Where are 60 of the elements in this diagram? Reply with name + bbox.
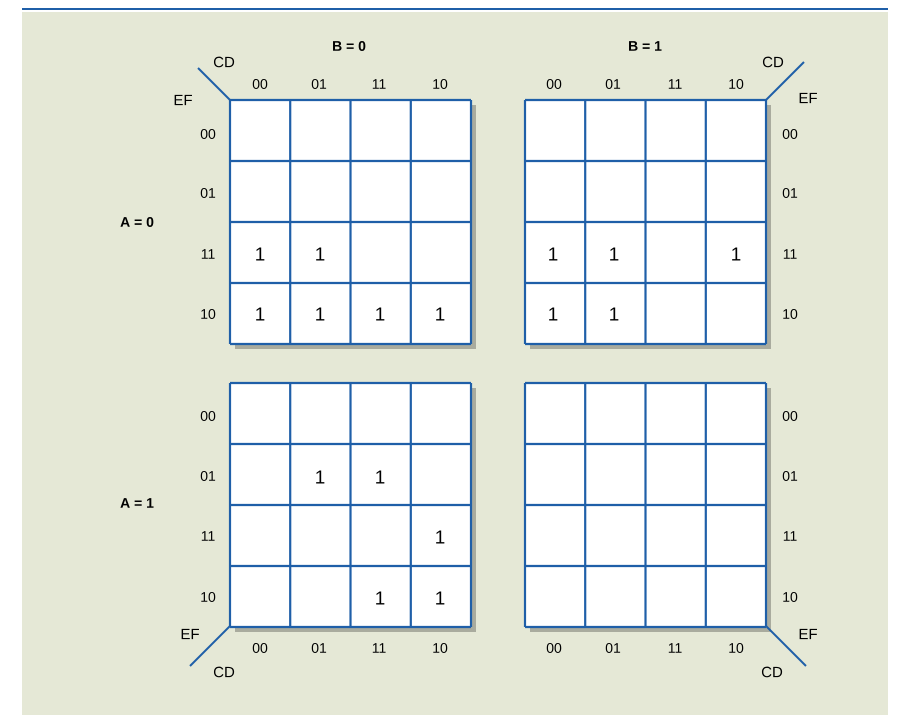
axis-value-label: 11 (668, 643, 682, 653)
axis-value-label: 10 (433, 79, 448, 89)
axis-value-label: 01 (200, 188, 216, 198)
axis-value-label: 01 (606, 643, 620, 653)
axis-variable-label: EF (182, 628, 199, 640)
cell-value: 1 (436, 307, 444, 321)
axis-value-label: 01 (606, 79, 620, 89)
axis-value-label: 01 (200, 471, 216, 481)
axis-value-label: 01 (312, 643, 326, 653)
axis-value-label: 00 (200, 411, 216, 421)
axis-value-label: 10 (201, 592, 216, 602)
axis-value-label: 10 (729, 79, 744, 89)
cell-value: 1 (610, 307, 618, 321)
cell-value: 1 (549, 307, 558, 321)
axis-value-label: 00 (546, 79, 562, 89)
axis-value-label: 00 (252, 643, 268, 653)
axis-variable-label: CD (762, 56, 784, 68)
axis-value-label: 11 (668, 79, 682, 89)
cell-value: 1 (376, 307, 384, 321)
cell-value: 1 (376, 470, 384, 484)
axis-value-label: 00 (782, 411, 798, 421)
axis-value-label: 00 (200, 129, 216, 139)
cell-value: 1 (732, 247, 740, 261)
axis-variable-label: EF (174, 94, 192, 106)
axis-value-label: 10 (433, 643, 448, 653)
axis-variable-label: EF (800, 92, 817, 104)
cell-value: 1 (316, 307, 324, 321)
variable-label: A = 1 (120, 498, 154, 508)
axis-variable-label: EF (800, 628, 817, 640)
axis-value-label: 01 (782, 188, 798, 198)
cell-value: 1 (316, 247, 324, 261)
axis-value-label: 00 (546, 643, 562, 653)
axis-value-label: 11 (372, 79, 386, 89)
axis-value-label: 11 (784, 531, 797, 541)
axis-value-label: 10 (783, 309, 798, 319)
axis-value-label: 00 (252, 79, 268, 89)
cell-value: 1 (610, 247, 618, 261)
cell-value: 1 (256, 307, 264, 321)
cell-value: 1 (316, 470, 324, 484)
axis-value-label: 10 (201, 309, 216, 319)
cell-value: 1 (436, 530, 444, 544)
axis-value-label: 11 (202, 249, 215, 259)
axis-value-label: 11 (784, 249, 797, 259)
axis-value-label: 01 (782, 471, 798, 481)
axis-value-label: 11 (372, 643, 386, 653)
axis-variable-label: CD (214, 666, 234, 678)
variable-label: B = 1 (629, 41, 662, 51)
cell-value: 1 (549, 247, 558, 261)
cell-value: 1 (376, 591, 384, 605)
variable-label: B = 0 (333, 41, 366, 51)
variable-label: A = 0 (120, 217, 154, 227)
axis-value-label: 11 (202, 531, 215, 541)
cell-value: 1 (256, 247, 264, 261)
axis-variable-label: CD (762, 666, 782, 678)
axis-value-label: 10 (783, 592, 798, 602)
axis-value-label: 01 (312, 79, 326, 89)
axis-value-label: 10 (729, 643, 744, 653)
axis-value-label: 00 (782, 129, 798, 139)
cell-value: 1 (436, 591, 444, 605)
axis-variable-label: CD (214, 56, 234, 68)
